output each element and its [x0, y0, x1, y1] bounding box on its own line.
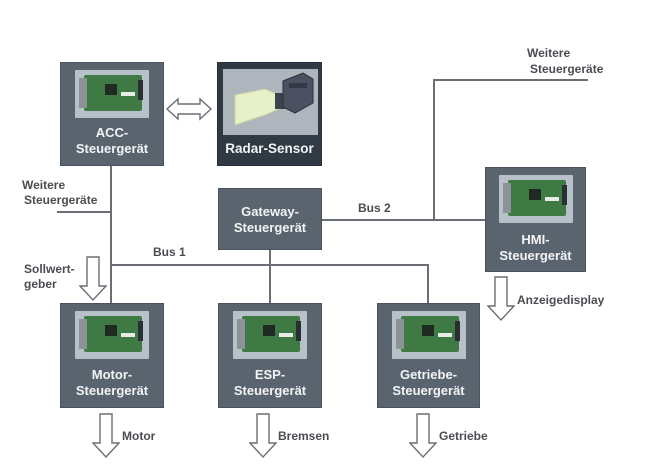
circuit-board-icon	[75, 70, 149, 118]
bremsen-output-label: Bremsen	[278, 429, 330, 443]
getriebe-steuergeraet-node: Getriebe- Steuergerät	[377, 303, 480, 408]
circuit-board-icon	[233, 311, 307, 359]
weitere-right-label-line1: Weitere	[527, 46, 571, 60]
motor-down-arrow-icon	[92, 413, 120, 459]
hmi-label-line1: HMI-	[521, 232, 550, 247]
bidirectional-arrow-icon	[165, 97, 213, 121]
motor-label-line1: Motor-	[91, 367, 133, 382]
weitere-right-stub-line	[433, 79, 588, 81]
getriebe-label-line2: Steuergerät	[392, 383, 465, 398]
radar-label: Radar-Sensor	[225, 141, 314, 156]
getriebe-label-line1: Getriebe-	[399, 367, 458, 382]
weitere-left-stub-line	[57, 211, 111, 213]
gateway-bus1-line	[269, 249, 271, 304]
anzeigedisplay-label: Anzeigedisplay	[517, 293, 605, 307]
acc-label-line2: Steuergerät	[75, 141, 149, 156]
sollwertgeber-label-line2: geber	[24, 277, 57, 291]
gateway-steuergeraet-node: Gateway- Steuergerät	[218, 188, 322, 250]
hmi-steuergeraet-node: HMI- Steuergerät	[485, 167, 586, 272]
getriebe-down-arrow-icon	[409, 413, 437, 459]
gateway-label-line1: Gateway-	[241, 204, 299, 219]
bremsen-down-arrow-icon	[249, 413, 277, 459]
bus2-riser-line	[433, 79, 435, 220]
sollwertgeber-label-line1: Sollwert-	[24, 262, 75, 276]
hmi-label-line2: Steuergerät	[499, 248, 572, 263]
acc-label-line1: ACC-	[95, 125, 129, 140]
bus1-label: Bus 1	[153, 245, 186, 259]
radar-sensor-icon	[223, 69, 318, 135]
weitere-left-label-line1: Weitere	[22, 178, 66, 192]
motor-steuergeraet-node: Motor- Steuergerät	[60, 303, 164, 408]
bus2-line	[321, 219, 485, 221]
esp-steuergeraet-node: ESP- Steuergerät	[218, 303, 322, 408]
acc-bus1-vertical-line	[110, 166, 112, 303]
radar-sensor-node: Radar-Sensor	[217, 62, 322, 166]
circuit-board-icon	[498, 175, 573, 223]
bus2-label: Bus 2	[358, 201, 391, 215]
motor-label-line2: Steuergerät	[75, 383, 149, 398]
bus1-to-getriebe-line	[427, 264, 429, 304]
sollwertgeber-down-arrow-icon	[79, 256, 107, 302]
anzeigedisplay-down-arrow-icon	[487, 276, 515, 322]
circuit-board-icon	[75, 311, 149, 359]
gateway-label-line2: Steuergerät	[233, 220, 307, 235]
circuit-board-icon	[391, 311, 466, 359]
esp-label-line2: Steuergerät	[233, 383, 307, 398]
weitere-right-label-line2: Steuergeräte	[530, 62, 604, 76]
esp-label-line1: ESP-	[254, 367, 286, 382]
weitere-left-label-line2: Steuergeräte	[24, 193, 98, 207]
getriebe-output-label: Getriebe	[439, 429, 488, 443]
motor-output-label: Motor	[122, 429, 156, 443]
acc-steuergeraet-node: ACC- Steuergerät	[60, 62, 164, 166]
